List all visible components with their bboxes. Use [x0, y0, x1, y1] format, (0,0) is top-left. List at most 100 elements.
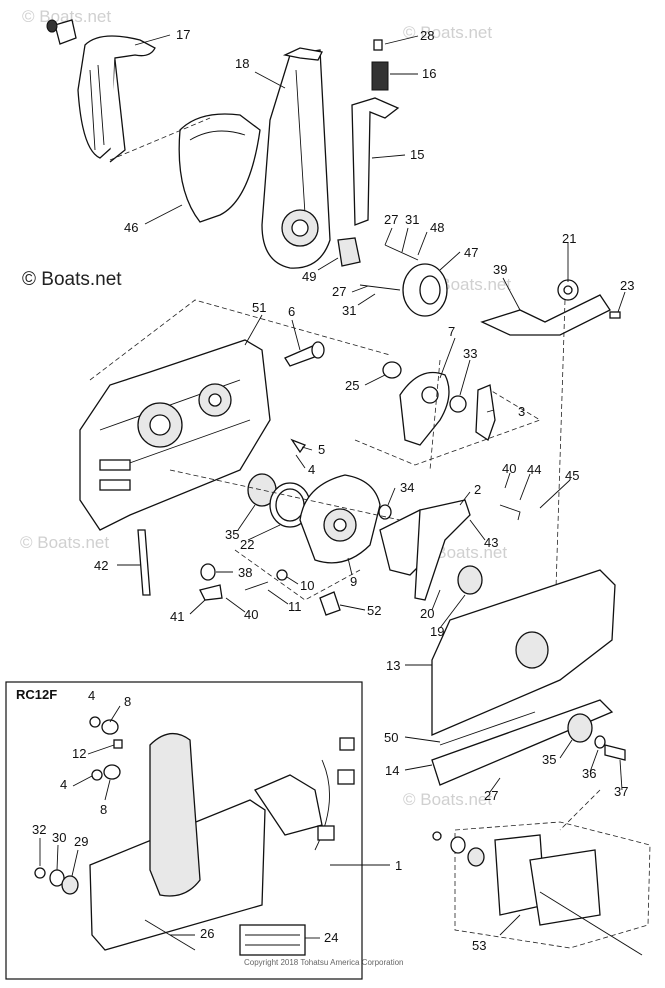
part-34-collar — [378, 504, 392, 520]
callout-51: 51 — [252, 300, 266, 315]
copyright-text: Copyright 2018 Tohatsu America Corporati… — [244, 958, 404, 967]
part-51-housing — [79, 339, 271, 531]
callout-35: 35 — [225, 527, 239, 542]
part-15-plate — [351, 97, 400, 226]
callout-42: 42 — [94, 558, 108, 573]
callout-16: 16 — [422, 66, 436, 81]
callout-15: 15 — [410, 147, 424, 162]
callout-27b: 27 — [332, 284, 346, 299]
part-28-screw — [373, 39, 383, 51]
callout-9: 9 — [350, 574, 357, 589]
callout-2: 2 — [474, 482, 481, 497]
part-37-bolt — [604, 744, 626, 761]
callout-inset-4b: 4 — [60, 777, 67, 792]
callout-21: 21 — [562, 231, 576, 246]
rc12f-inset: RC12F — [5, 681, 363, 980]
part-11-screw — [244, 581, 269, 591]
callout-47: 47 — [464, 245, 478, 260]
part-7-cam — [399, 371, 450, 446]
callout-5: 5 — [318, 442, 325, 457]
callout-44: 44 — [527, 462, 541, 477]
part-46-cover — [178, 113, 261, 223]
callout-1: 1 — [395, 858, 402, 873]
part-33-washer — [449, 395, 467, 413]
callout-31b: 31 — [342, 303, 356, 318]
callout-37: 37 — [614, 784, 628, 799]
callout-23: 23 — [620, 278, 634, 293]
callout-52: 52 — [367, 603, 381, 618]
callout-38: 38 — [238, 565, 252, 580]
callout-inset-32: 32 — [32, 822, 46, 837]
part-36-washer — [594, 735, 606, 749]
watermark: © Boats.net — [403, 23, 492, 42]
callout-43: 43 — [484, 535, 498, 550]
part-14-plate — [431, 699, 614, 786]
callout-11: 11 — [288, 599, 302, 614]
part-52-bracket — [319, 591, 341, 616]
callout-13: 13 — [386, 658, 400, 673]
callout-48: 48 — [430, 220, 444, 235]
callout-50: 50 — [384, 730, 398, 745]
callout-inset-8: 8 — [124, 694, 131, 709]
part-42-strip — [137, 529, 151, 596]
callout-inset-12: 12 — [72, 746, 86, 761]
callout-3: 3 — [518, 404, 525, 419]
part-5-clip — [290, 438, 307, 454]
watermark: © Boats.net — [20, 533, 109, 552]
callout-35b: 35 — [542, 752, 556, 767]
part-35b-bushing — [567, 713, 593, 743]
watermark-dark: © Boats.net — [22, 269, 122, 290]
part-49-slider — [337, 237, 361, 267]
callout-46: 46 — [124, 220, 138, 235]
callout-45: 45 — [565, 468, 579, 483]
part-6-bolt — [284, 341, 325, 367]
part-16-spring — [371, 61, 389, 91]
part-13-plate — [431, 569, 616, 736]
callout-28: 28 — [420, 28, 434, 43]
watermark: © Boats.net — [403, 790, 492, 809]
part-41-clip — [199, 584, 223, 601]
part-3-pawl — [475, 384, 496, 442]
callout-10: 10 — [300, 578, 314, 593]
callout-inset-29: 29 — [74, 834, 88, 849]
callout-18: 18 — [235, 56, 249, 71]
leader-lines — [39, 34, 626, 939]
callout-22: 22 — [240, 537, 254, 552]
callout-labels: 17 28 16 18 15 46 27 31 48 47 49 27 31 2… — [32, 27, 634, 953]
callout-34: 34 — [400, 480, 414, 495]
callout-19: 19 — [430, 624, 444, 639]
callout-36: 36 — [582, 766, 596, 781]
callout-40: 40 — [502, 461, 516, 476]
inset-title: RC12F — [16, 687, 57, 702]
part-10-washer — [276, 569, 288, 581]
part-19-collar — [457, 565, 483, 595]
watermark: © Boats.net — [22, 7, 111, 26]
callout-39: 39 — [493, 262, 507, 277]
callout-33: 33 — [463, 346, 477, 361]
part-50-gasket — [439, 711, 536, 746]
callout-53: 53 — [472, 938, 486, 953]
part-20-lever — [379, 499, 471, 601]
part-39-lever — [480, 279, 621, 336]
callout-41: 41 — [170, 609, 184, 624]
callout-27: 27 — [384, 212, 398, 227]
part-17-handle — [46, 19, 156, 163]
part-47-plate — [359, 244, 448, 317]
callout-inset-30: 30 — [52, 830, 66, 845]
part-18-bracket — [261, 47, 331, 269]
callout-6: 6 — [288, 304, 295, 319]
callout-40b: 40 — [244, 607, 258, 622]
callout-inset-4: 4 — [88, 688, 95, 703]
callout-26: 26 — [200, 926, 214, 941]
part-44-spring — [499, 504, 521, 521]
callout-24: 24 — [324, 930, 338, 945]
callout-31: 31 — [405, 212, 419, 227]
callout-17: 17 — [176, 27, 190, 42]
part-53-assembly — [432, 821, 651, 956]
callout-20: 20 — [420, 606, 434, 621]
part-9-cam-plate — [299, 474, 381, 564]
part-25-bushing — [382, 361, 402, 379]
callout-4: 4 — [308, 462, 315, 477]
callout-27c: 27 — [484, 788, 498, 803]
